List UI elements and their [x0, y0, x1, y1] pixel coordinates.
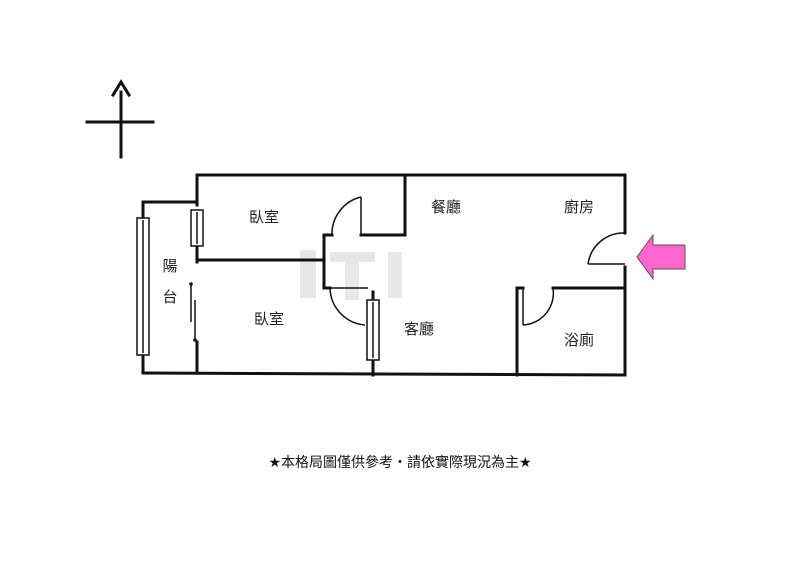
door-swings	[329, 196, 626, 326]
room-label-balcony-2: 台	[162, 288, 177, 306]
room-label-bedroom-bottom: 臥室	[254, 310, 284, 328]
exterior-walls	[141, 173, 627, 377]
room-label-bathroom: 浴廁	[564, 331, 594, 349]
windows	[136, 209, 380, 361]
interior-walls	[195, 173, 627, 377]
watermark	[300, 250, 402, 300]
room-label-balcony-1: 陽	[162, 257, 177, 275]
balcony-sliding-door	[189, 282, 197, 342]
room-label-bedroom-top: 臥室	[249, 208, 279, 226]
entrance-arrow-icon	[636, 233, 686, 281]
disclaimer-text: ★本格局圖僅供參考・請依實際現況為主★	[268, 455, 532, 471]
room-label-living: 客廳	[404, 320, 434, 338]
room-label-kitchen: 廚房	[564, 198, 594, 216]
north-arrow-icon	[85, 79, 155, 159]
room-label-dining: 餐廳	[431, 198, 461, 216]
